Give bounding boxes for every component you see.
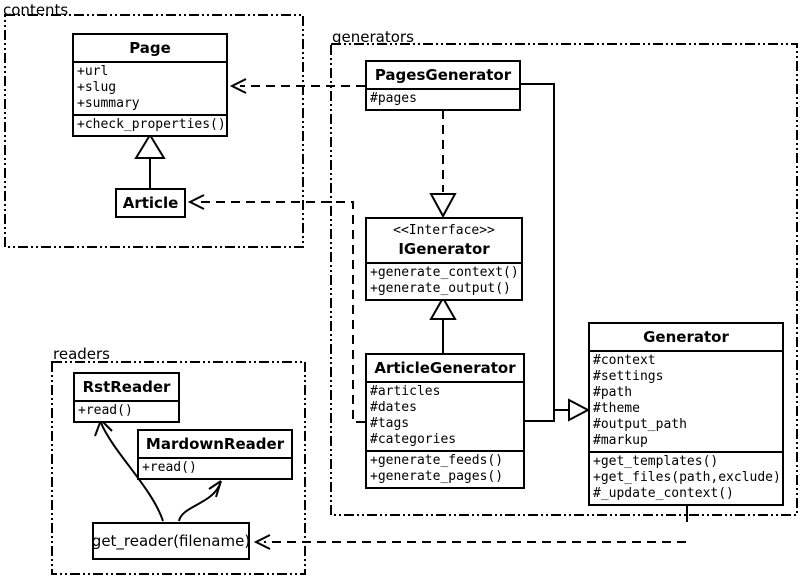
class-article-name: Article: [122, 194, 179, 212]
attribute: #path: [593, 385, 633, 400]
method: +generate_output(): [370, 281, 511, 296]
method: #_update_context(): [593, 486, 734, 501]
attribute: #markup: [593, 433, 648, 448]
class-igenerator-stereotype: <<Interface>>: [393, 223, 495, 238]
package-border-readers: [51, 361, 306, 575]
attribute: #pages: [370, 91, 417, 106]
attribute: +slug: [77, 80, 117, 95]
class-mardown-reader-name: MardownReader: [145, 435, 285, 453]
class-generator-methods: +get_templates() +get_files(path,exclude…: [590, 451, 782, 504]
class-generator: Generator #context #settings #path #them…: [588, 322, 784, 506]
class-pages-generator-name: PagesGenerator: [374, 66, 512, 84]
attribute: #dates: [370, 400, 417, 415]
node-get-reader: get_reader(filename): [92, 522, 250, 560]
class-pages-generator-attributes: #pages: [367, 88, 519, 109]
edge-articlegenerator-to-igenerator-inheritance: [429, 295, 457, 353]
class-pages-generator: PagesGenerator #pages: [365, 60, 521, 111]
attribute: #articles: [370, 384, 441, 399]
attribute: #theme: [593, 401, 640, 416]
class-page: Page +url +slug +summary +check_properti…: [72, 33, 228, 137]
edge-pagesgenerator-to-igenerator-realization: [429, 110, 457, 219]
class-page-methods: +check_properties(): [74, 114, 226, 135]
method: +generate_context(): [370, 265, 519, 280]
edge-getreader-to-mardownreader-arrow: [178, 480, 222, 522]
attribute: #tags: [370, 416, 410, 431]
package-label-readers: readers: [53, 345, 110, 363]
class-article-generator-attributes: #articles #dates #tags #categories: [367, 381, 523, 450]
class-rst-reader: RstReader +read(): [73, 372, 180, 423]
class-generator-attributes: #context #settings #path #theme #output_…: [590, 350, 782, 451]
edge-generators-to-generator-inheritance: [521, 83, 591, 422]
node-get-reader-label: get_reader(filename): [91, 532, 251, 550]
attribute: #categories: [370, 432, 457, 447]
package-border-generators: [330, 43, 798, 516]
attribute: +url: [77, 64, 109, 79]
edge-article-to-page-inheritance: [134, 133, 166, 188]
class-generator-name: Generator: [643, 328, 729, 346]
package-border-contents: [4, 14, 304, 248]
edge-pagesgenerator-to-page-dependency: [229, 78, 365, 94]
method: +generate_pages(): [370, 469, 504, 484]
class-article-generator: ArticleGenerator #articles #dates #tags …: [365, 353, 525, 489]
method: +read(): [78, 403, 133, 418]
edge-articlegenerator-to-article-dependency: [187, 194, 365, 423]
method: +read(): [142, 460, 197, 475]
class-page-name: Page: [129, 39, 171, 57]
method: +get_templates(): [593, 454, 719, 469]
class-article-generator-name: ArticleGenerator: [374, 359, 516, 377]
edge-generator-to-getreader-dependency: [253, 502, 688, 550]
class-mardown-reader: MardownReader +read(): [137, 429, 293, 480]
class-mardown-reader-methods: +read(): [139, 457, 291, 478]
method: +generate_feeds(): [370, 453, 504, 468]
attribute: +summary: [77, 96, 140, 111]
class-rst-reader-methods: +read(): [75, 400, 178, 421]
class-page-attributes: +url +slug +summary: [74, 61, 226, 114]
class-rst-reader-name: RstReader: [82, 378, 171, 396]
package-label-generators: generators: [332, 28, 414, 46]
class-article: Article: [115, 188, 186, 218]
method: +check_properties(): [77, 117, 226, 132]
method: +get_files(path,exclude): [593, 470, 781, 485]
class-article-generator-methods: +generate_feeds() +generate_pages(): [367, 450, 523, 487]
attribute: #context: [593, 353, 656, 368]
class-igenerator-methods: +generate_context() +generate_output(): [367, 262, 521, 299]
class-igenerator-name: IGenerator: [398, 240, 490, 258]
class-igenerator: <<Interface>> IGenerator +generate_conte…: [365, 217, 523, 301]
attribute: #output_path: [593, 417, 687, 432]
attribute: #settings: [593, 369, 664, 384]
package-label-contents: contents: [3, 1, 69, 19]
